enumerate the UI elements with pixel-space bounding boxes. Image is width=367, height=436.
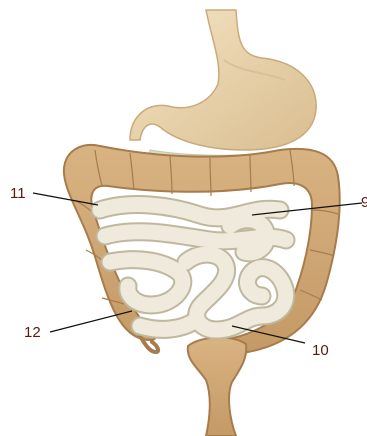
label-10: 10: [312, 343, 329, 358]
label-12: 12: [24, 325, 41, 340]
label-11: 11: [10, 186, 26, 201]
label-9: 9: [361, 195, 367, 210]
stomach: [130, 10, 316, 150]
rectum: [188, 337, 246, 436]
